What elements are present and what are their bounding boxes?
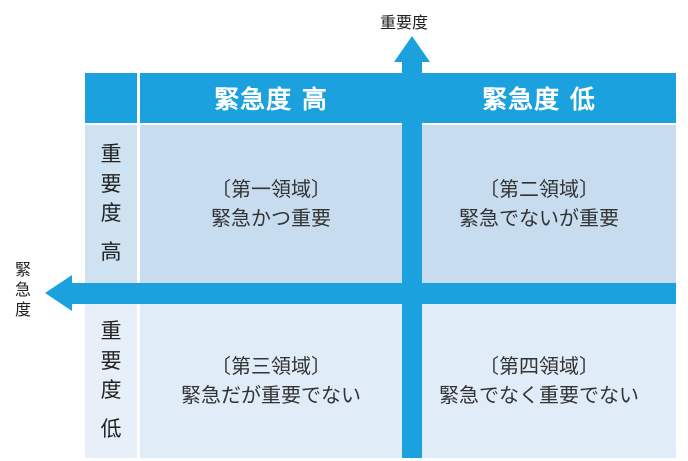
urgency-axis-label: 緊 急 度 (14, 260, 32, 320)
importance-axis-bar (402, 60, 422, 458)
row-header-char: 度 (100, 201, 122, 225)
quadrant-3-title: 〔第三領域〕 (211, 354, 331, 378)
quadrant-3: 〔第三領域〕 緊急だが重要でない (140, 304, 402, 458)
quadrant-4: 〔第四領域〕 緊急でなく重要でない (402, 304, 676, 458)
column-header-urgency-high: 緊急度 高 (140, 73, 402, 123)
row-header-char: 要 (100, 171, 122, 196)
row-header-char: 重 (100, 319, 122, 344)
quadrant-2: 〔第二領域〕 緊急でないが重要 (402, 125, 676, 283)
quadrant-1-title: 〔第一領域〕 (211, 177, 331, 201)
quadrant-3-text: 緊急だが重要でない (181, 383, 361, 407)
quadrant-4-title: 〔第四領域〕 (479, 354, 599, 378)
column-header-urgency-low: 緊急度 低 (402, 73, 676, 123)
urgency-axis-char: 緊 (14, 260, 31, 279)
quadrant-2-text: 緊急でないが重要 (459, 206, 619, 230)
row-header-char: 要 (100, 348, 122, 373)
quadrant-1: 〔第一領域〕 緊急かつ重要 (140, 125, 402, 283)
urgency-axis-bar (70, 283, 676, 304)
urgency-arrowhead-icon (45, 275, 72, 311)
row-header-char: 高 (100, 240, 122, 265)
row-header-importance-low: 重 要 度 低 (85, 304, 137, 458)
row-header-importance-high: 重 要 度 高 (85, 125, 137, 283)
urgency-axis-char: 急 (14, 280, 31, 299)
quadrant-2-title: 〔第二領域〕 (479, 177, 599, 201)
quadrant-4-text: 緊急でなく重要でない (439, 383, 639, 407)
row-header-char: 重 (100, 142, 122, 167)
importance-arrowhead-icon (394, 36, 430, 62)
urgency-axis-char: 度 (14, 300, 31, 319)
header-corner (85, 73, 137, 123)
importance-axis-label: 重要度 (380, 13, 429, 32)
quadrant-1-text: 緊急かつ重要 (211, 206, 331, 230)
row-header-char: 低 (100, 417, 122, 442)
row-header-char: 度 (100, 378, 122, 402)
